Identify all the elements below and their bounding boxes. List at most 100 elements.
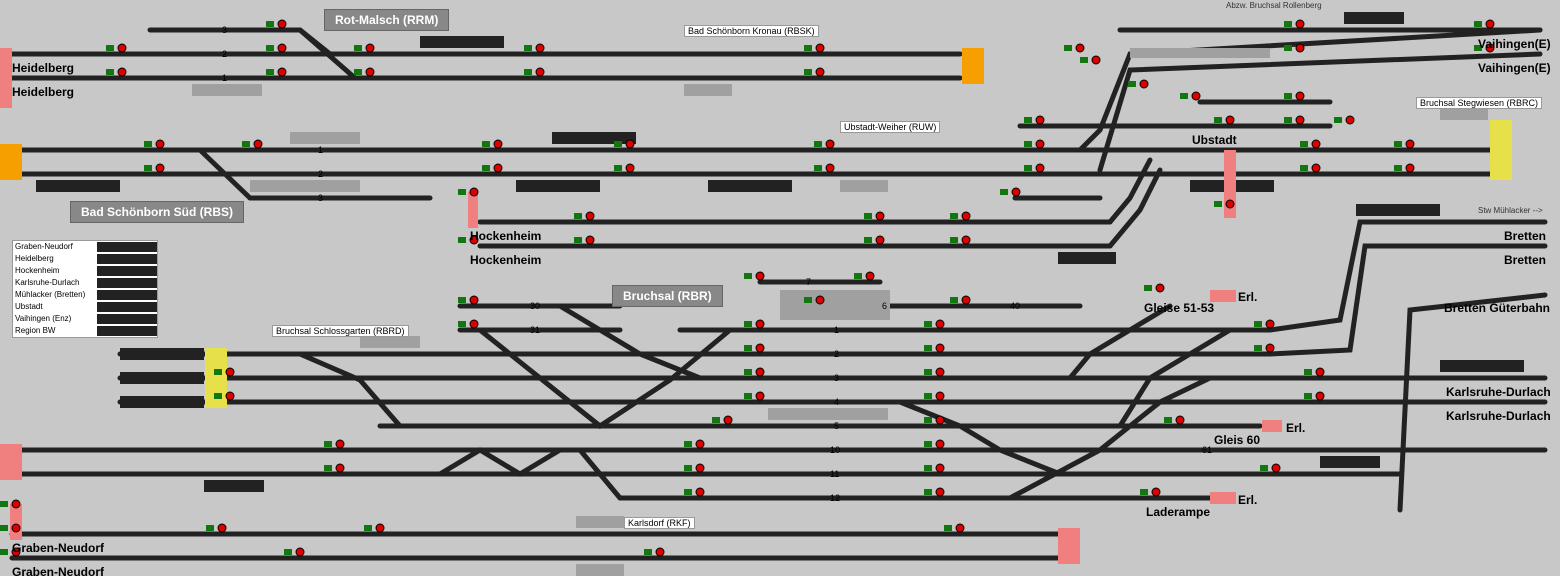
signal-head[interactable] bbox=[625, 139, 635, 149]
destination-graben-2[interactable]: Graben-Neudorf bbox=[12, 565, 105, 576]
signal-head[interactable] bbox=[955, 523, 965, 533]
signal-head[interactable] bbox=[277, 67, 287, 77]
signal-head[interactable] bbox=[277, 43, 287, 53]
destination-vaihingen-1[interactable]: Vaihingen(E) bbox=[1478, 37, 1551, 51]
signal-head[interactable] bbox=[815, 67, 825, 77]
signal-head[interactable] bbox=[155, 139, 165, 149]
signal-head[interactable] bbox=[1271, 463, 1281, 473]
signal-head[interactable] bbox=[1405, 139, 1415, 149]
destination-bretten-1[interactable]: Bretten bbox=[1504, 229, 1547, 243]
signal-head[interactable] bbox=[935, 439, 945, 449]
signal-head[interactable] bbox=[1315, 367, 1325, 377]
destination-heidelberg-1[interactable]: Heidelberg bbox=[12, 61, 75, 75]
signal-head[interactable] bbox=[365, 43, 375, 53]
signal-head[interactable] bbox=[225, 391, 235, 401]
signal-head[interactable] bbox=[1091, 55, 1101, 65]
destination-bretten-2[interactable]: Bretten bbox=[1504, 253, 1547, 267]
signal-head[interactable] bbox=[1265, 319, 1275, 329]
destination-hockenheim-2[interactable]: Hockenheim bbox=[470, 253, 542, 267]
signal-head[interactable] bbox=[335, 439, 345, 449]
signal-head[interactable] bbox=[469, 235, 479, 245]
signal-head[interactable] bbox=[1295, 91, 1305, 101]
signal-head[interactable] bbox=[815, 295, 825, 305]
erl-label-3[interactable]: Erl. bbox=[1238, 493, 1258, 507]
signal-head[interactable] bbox=[1295, 115, 1305, 125]
signal-head[interactable] bbox=[585, 235, 595, 245]
destination-gleis-60[interactable]: Gleis 60 bbox=[1214, 433, 1261, 447]
signal-head[interactable] bbox=[755, 391, 765, 401]
signal-head[interactable] bbox=[1485, 43, 1495, 53]
signal-head[interactable] bbox=[217, 523, 227, 533]
signal-head[interactable] bbox=[1175, 415, 1185, 425]
signal-head[interactable] bbox=[755, 343, 765, 353]
destination-heidelberg-2[interactable]: Heidelberg bbox=[12, 85, 75, 99]
signal-head[interactable] bbox=[625, 163, 635, 173]
signal-head[interactable] bbox=[1345, 115, 1355, 125]
destination-bretten-gueterbahn[interactable]: Bretten Güterbahn bbox=[1444, 301, 1551, 315]
signal-head[interactable] bbox=[535, 67, 545, 77]
signal-head[interactable] bbox=[1075, 43, 1085, 53]
signal-head[interactable] bbox=[1311, 163, 1321, 173]
signal-head[interactable] bbox=[723, 415, 733, 425]
destination-ubstadt[interactable]: Ubstadt bbox=[1192, 133, 1237, 147]
signal-head[interactable] bbox=[935, 319, 945, 329]
signal-head[interactable] bbox=[935, 367, 945, 377]
signal-head[interactable] bbox=[11, 499, 21, 509]
signal-head[interactable] bbox=[375, 523, 385, 533]
signal-head[interactable] bbox=[935, 391, 945, 401]
signal-head[interactable] bbox=[695, 463, 705, 473]
signal-head[interactable] bbox=[493, 139, 503, 149]
signal-head[interactable] bbox=[961, 211, 971, 221]
signal-head[interactable] bbox=[865, 271, 875, 281]
signal-head[interactable] bbox=[825, 139, 835, 149]
erl-label-2[interactable]: Erl. bbox=[1286, 421, 1306, 435]
signal-head[interactable] bbox=[1011, 187, 1021, 197]
destination-gleise-51-53[interactable]: Gleise 51-53 bbox=[1144, 301, 1215, 315]
signal-head[interactable] bbox=[1265, 343, 1275, 353]
signal-head[interactable] bbox=[11, 523, 21, 533]
signal-head[interactable] bbox=[755, 367, 765, 377]
signal-head[interactable] bbox=[335, 463, 345, 473]
signal-head[interactable] bbox=[1035, 139, 1045, 149]
signal-head[interactable] bbox=[469, 295, 479, 305]
signal-head[interactable] bbox=[825, 163, 835, 173]
signal-head[interactable] bbox=[535, 43, 545, 53]
signal-head[interactable] bbox=[493, 163, 503, 173]
signal-head[interactable] bbox=[1035, 115, 1045, 125]
signal-head[interactable] bbox=[1191, 91, 1201, 101]
signal-head[interactable] bbox=[11, 547, 21, 557]
signal-head[interactable] bbox=[117, 67, 127, 77]
signal-head[interactable] bbox=[935, 463, 945, 473]
signal-head[interactable] bbox=[875, 235, 885, 245]
signal-head[interactable] bbox=[695, 487, 705, 497]
signal-head[interactable] bbox=[1225, 115, 1235, 125]
signal-head[interactable] bbox=[365, 67, 375, 77]
destination-vaihingen-2[interactable]: Vaihingen(E) bbox=[1478, 61, 1551, 75]
signal-head[interactable] bbox=[295, 547, 305, 557]
signal-head[interactable] bbox=[1139, 79, 1149, 89]
signal-head[interactable] bbox=[935, 415, 945, 425]
signal-head[interactable] bbox=[875, 211, 885, 221]
signal-head[interactable] bbox=[1315, 391, 1325, 401]
signal-head[interactable] bbox=[1485, 19, 1495, 29]
signal-head[interactable] bbox=[961, 235, 971, 245]
signal-head[interactable] bbox=[755, 271, 765, 281]
signal-head[interactable] bbox=[585, 211, 595, 221]
signal-head[interactable] bbox=[755, 319, 765, 329]
signal-head[interactable] bbox=[655, 547, 665, 557]
signal-head[interactable] bbox=[935, 487, 945, 497]
destination-karlsruhe-2[interactable]: Karlsruhe-Durlach bbox=[1446, 409, 1551, 423]
signal-head[interactable] bbox=[1151, 487, 1161, 497]
erl-label-1[interactable]: Erl. bbox=[1238, 290, 1258, 304]
signal-head[interactable] bbox=[469, 319, 479, 329]
signal-head[interactable] bbox=[225, 367, 235, 377]
signal-head[interactable] bbox=[1311, 139, 1321, 149]
signal-head[interactable] bbox=[1295, 19, 1305, 29]
destination-karlsruhe-1[interactable]: Karlsruhe-Durlach bbox=[1446, 385, 1551, 399]
signal-head[interactable] bbox=[117, 43, 127, 53]
signal-head[interactable] bbox=[469, 187, 479, 197]
signal-head[interactable] bbox=[1295, 43, 1305, 53]
signal-head[interactable] bbox=[277, 19, 287, 29]
signal-head[interactable] bbox=[1035, 163, 1045, 173]
destination-graben-1[interactable]: Graben-Neudorf bbox=[12, 541, 105, 555]
